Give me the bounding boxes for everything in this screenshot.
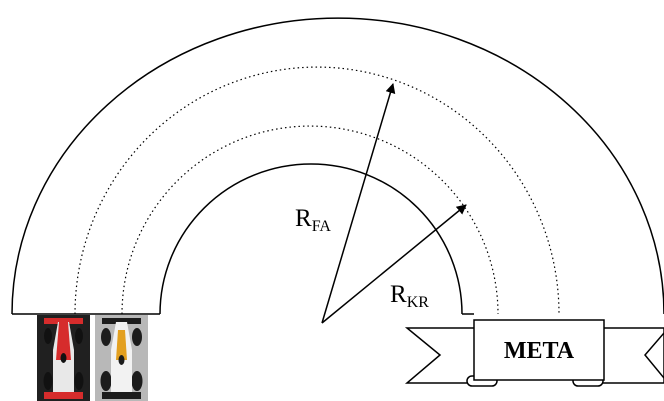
inner-track-edge: [159, 163, 463, 315]
racing-lines: [74, 66, 560, 315]
radius-kr-label: RKR: [390, 281, 429, 311]
finish-banner: META: [404, 319, 664, 387]
banner-main: [473, 319, 605, 381]
radius-arrows: [321, 83, 467, 324]
silver-race-car: [95, 315, 148, 401]
outer-racing-line: [74, 66, 560, 315]
banner-text: META: [504, 338, 575, 364]
radius-kr-arrow: [321, 204, 467, 324]
track: [11, 17, 664, 315]
radius-fa-label: RFA: [295, 205, 331, 235]
banner-right-notch: [644, 332, 664, 379]
red-race-car: [37, 315, 90, 401]
radius-fa-arrow: [321, 83, 396, 324]
outer-track-edge: [11, 17, 664, 315]
inner-racing-line: [121, 125, 499, 315]
